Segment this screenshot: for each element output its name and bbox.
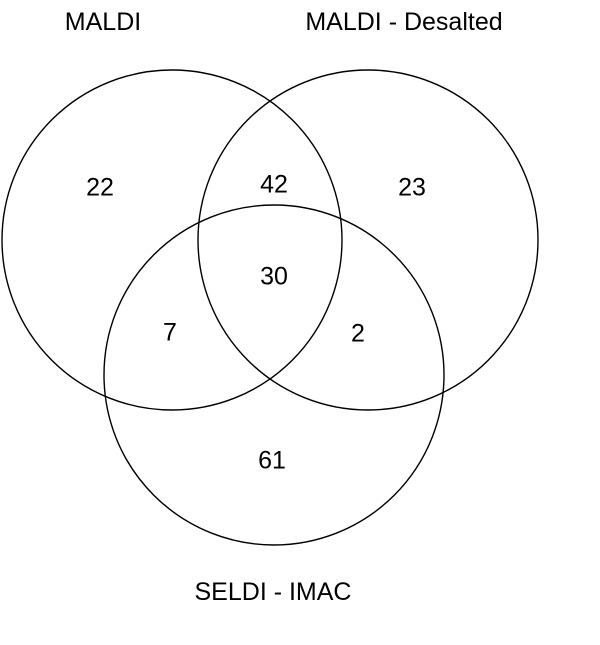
region-count-all-three: 30 <box>260 262 288 291</box>
set-label-maldi: MALDI <box>64 8 142 36</box>
region-count-maldi-only: 22 <box>86 173 114 202</box>
set-circle-desalted <box>197 69 539 411</box>
region-count-seldi-only: 61 <box>258 446 286 475</box>
set-label-seldi-imac: SELDI - IMAC <box>194 578 352 606</box>
region-count-desalted-only: 23 <box>398 173 426 202</box>
set-circle-maldi <box>1 69 343 411</box>
region-count-desalted-and-seldi: 2 <box>351 319 365 348</box>
set-circle-seldi <box>103 204 445 546</box>
set-label-maldi-desalted: MALDI - Desalted <box>305 8 503 36</box>
region-count-maldi-and-seldi: 7 <box>163 318 177 347</box>
region-count-maldi-and-desalted: 42 <box>260 170 288 199</box>
